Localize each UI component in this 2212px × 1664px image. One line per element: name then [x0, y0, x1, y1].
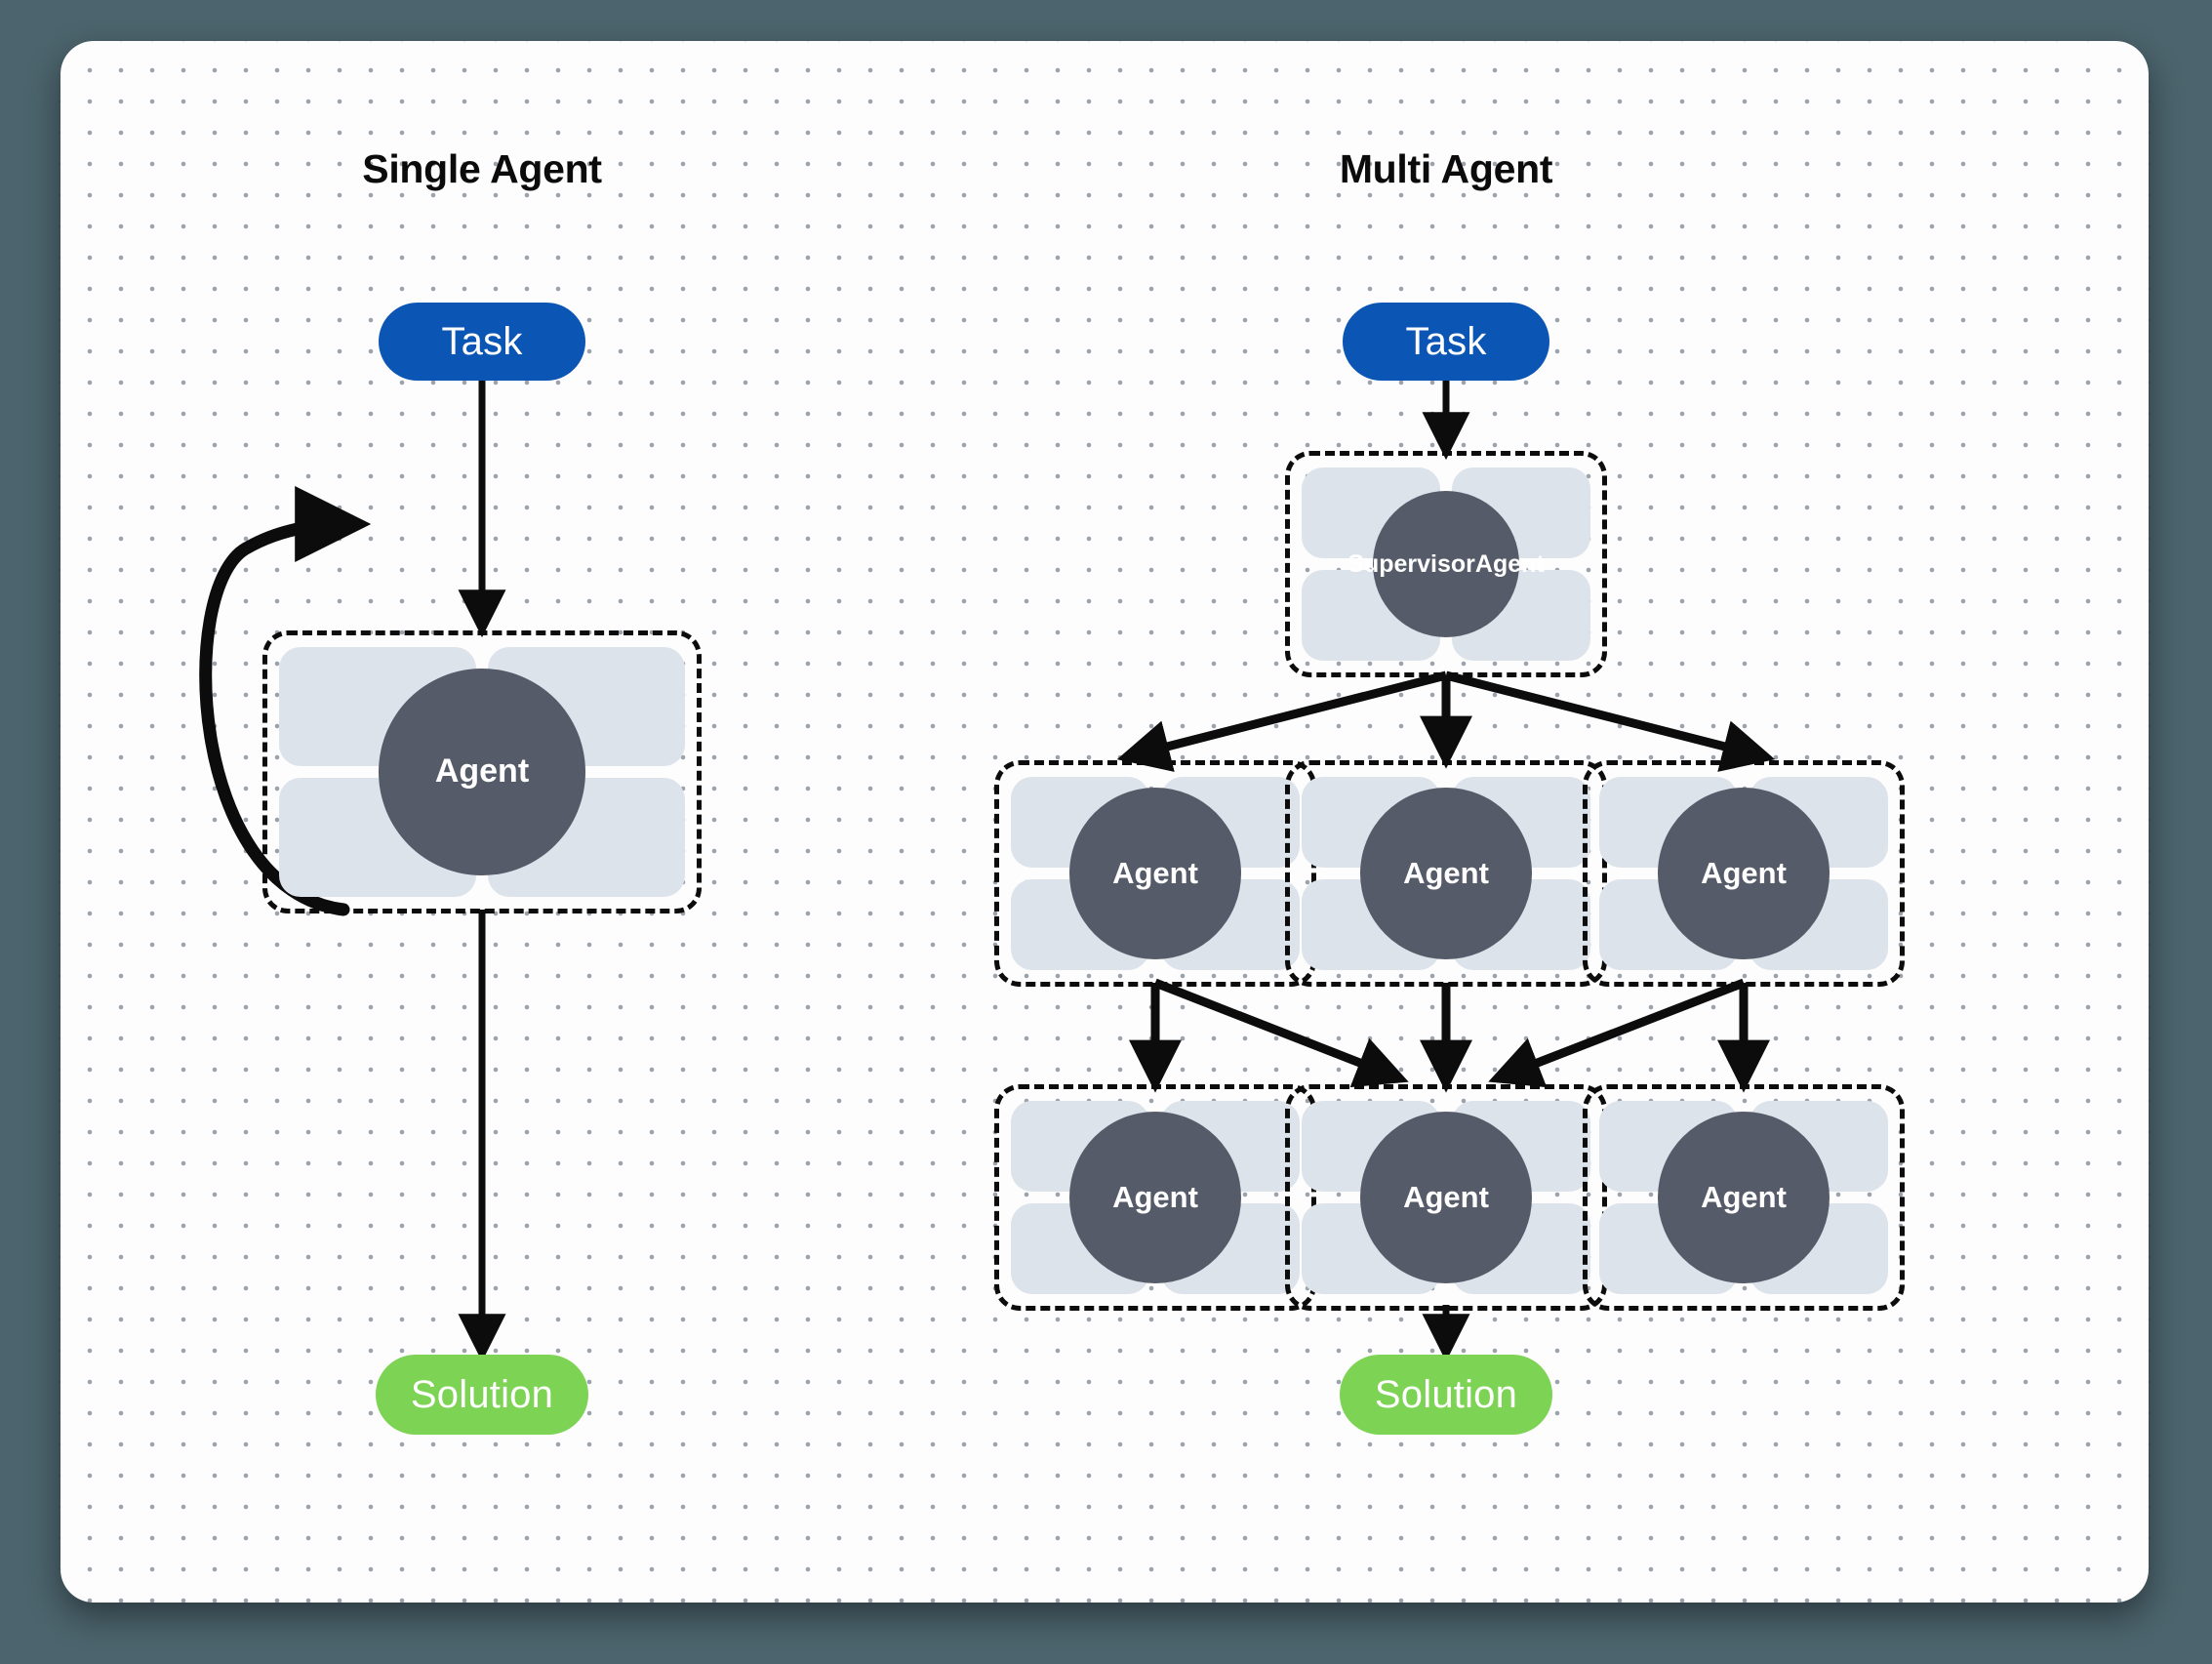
node-supervisor-agent[interactable]: Supervisor Agent [1285, 451, 1607, 677]
edge-supervisor-to-agent-left [1116, 670, 1448, 772]
edge-mid-left-to-bottom-center [1153, 978, 1409, 1088]
node-task-single[interactable]: Task [379, 303, 585, 381]
node-agent-bottom-left[interactable]: Agent [994, 1084, 1316, 1311]
agent-circle: Agent [1069, 788, 1241, 959]
agent-circle: Agent [1658, 1112, 1830, 1283]
node-agent-bottom-center[interactable]: Agent [1285, 1084, 1607, 1311]
agent-circle: Agent [1069, 1112, 1241, 1283]
column-title-multi-agent: Multi Agent [1339, 146, 1553, 191]
edge-supervisor-to-agent-right [1444, 670, 1776, 772]
agent-circle: Agent [1360, 788, 1532, 959]
agent-circle: Agent [1360, 1112, 1532, 1283]
node-solution-multi[interactable]: Solution [1340, 1355, 1552, 1435]
node-agent-mid-center[interactable]: Agent [1285, 760, 1607, 987]
edge-mid-right-to-bottom-center [1488, 978, 1746, 1088]
supervisor-agent-circle: Supervisor Agent [1347, 491, 1545, 637]
node-task-multi[interactable]: Task [1343, 303, 1549, 381]
agent-circle: Agent [1658, 788, 1830, 959]
column-title-single-agent: Single Agent [362, 146, 602, 191]
node-agent-mid-right[interactable]: Agent [1583, 760, 1905, 987]
node-agent-mid-left[interactable]: Agent [994, 760, 1316, 987]
supervisor-label-line2: Agent [1474, 549, 1545, 578]
node-agent-single[interactable]: Agent [262, 630, 702, 913]
agent-circle: Agent [379, 669, 585, 875]
diagram-canvas: Single Agent Task Agent Solution Multi A… [60, 41, 2149, 1603]
node-solution-single[interactable]: Solution [376, 1355, 588, 1435]
node-agent-bottom-right[interactable]: Agent [1583, 1084, 1905, 1311]
supervisor-label-line1: Supervisor [1347, 549, 1475, 578]
